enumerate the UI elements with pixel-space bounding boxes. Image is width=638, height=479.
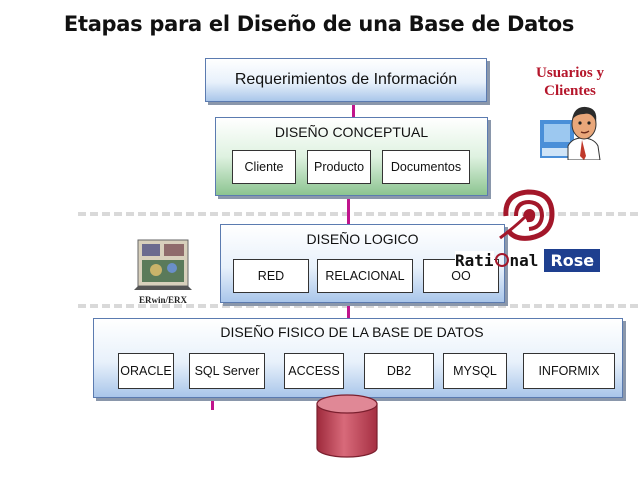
fisico-item-informix: INFORMIX xyxy=(523,353,615,389)
fisico-title: DISEÑO FISICO DE LA BASE DE DATOS xyxy=(220,324,484,340)
connector-req-conceptual xyxy=(352,90,355,118)
erwin-figure-icon xyxy=(134,239,192,290)
erwin-logo: ERwin/ERX xyxy=(132,236,194,305)
rational-o-icon xyxy=(494,253,509,267)
requerimientos-label: Requerimientos de Información xyxy=(234,71,458,88)
requerimientos-box: Requerimientos de Información xyxy=(205,58,487,102)
conceptual-item-documentos: Documentos xyxy=(382,150,470,184)
conceptual-panel: DISEÑO CONCEPTUAL Cliente Producto Docum… xyxy=(215,117,488,196)
conceptual-item-producto: Producto xyxy=(307,150,371,184)
rational-rose-swirl-icon xyxy=(499,189,555,241)
fisico-item-access: ACCESS xyxy=(284,353,344,389)
usuarios-line2: Clientes xyxy=(544,83,596,99)
rose-text: Rose xyxy=(544,248,601,272)
logico-item-relacional: RELACIONAL xyxy=(317,259,413,293)
separator-top xyxy=(78,212,638,216)
fisico-panel: DISEÑO FISICO DE LA BASE DE DATOS ORACLE… xyxy=(93,318,623,398)
fisico-item-mysql: MYSQL xyxy=(443,353,507,389)
fisico-item-db2: DB2 xyxy=(364,353,434,389)
rational-rose-logo: Rati nal Rose xyxy=(455,247,630,273)
fisico-item-sqlserver: SQL Server xyxy=(189,353,265,389)
erwin-label: ERwin/ERX xyxy=(138,295,187,305)
connector-logico-fisico xyxy=(347,300,350,320)
usuarios-label: Usuarios y Clientes xyxy=(530,64,610,100)
rational-text-part1: Rati xyxy=(455,250,494,270)
logico-title: DISEÑO LOGICO xyxy=(306,231,419,247)
fisico-item-oracle: ORACLE xyxy=(118,353,174,389)
connector-sqlserver xyxy=(211,388,214,410)
separator-bottom xyxy=(78,304,638,308)
conceptual-title: DISEÑO CONCEPTUAL xyxy=(274,124,429,140)
usuarios-line1: Usuarios y xyxy=(536,65,604,81)
connector-conceptual-logico xyxy=(347,193,350,226)
logico-panel: DISEÑO LOGICO RED RELACIONAL OO xyxy=(220,224,505,303)
logico-item-red: RED xyxy=(233,259,309,293)
rational-text-part2: nal xyxy=(509,250,539,270)
database-cylinder-icon xyxy=(316,394,378,458)
user-person-icon xyxy=(540,106,601,160)
page-title: Etapas para el Diseño de una Base de Dat… xyxy=(63,12,575,36)
conceptual-item-cliente: Cliente xyxy=(232,150,296,184)
